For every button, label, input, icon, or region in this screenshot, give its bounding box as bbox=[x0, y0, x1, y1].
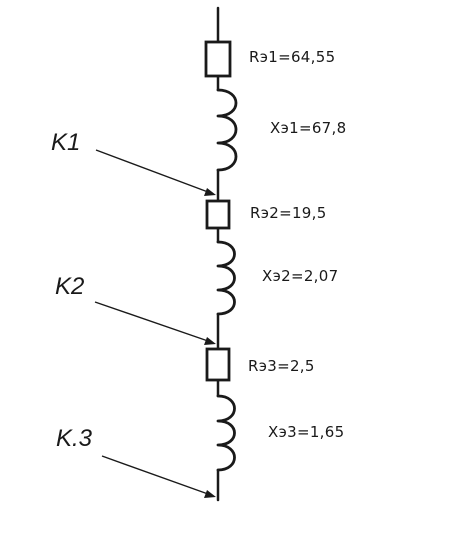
fault-arrow-k1-head bbox=[204, 188, 216, 196]
label-x1: Xэ1=67,8 bbox=[270, 119, 346, 137]
label-r2: Rэ2=19,5 bbox=[250, 204, 327, 222]
label-r3: Rэ3=2,5 bbox=[248, 357, 315, 375]
label-x3: Xэ3=1,65 bbox=[268, 423, 344, 441]
fault-arrow-k2-line bbox=[94, 301, 209, 342]
label-r1: Rэ1=64,55 bbox=[249, 48, 335, 66]
fault-label-k3: K.3 bbox=[56, 425, 93, 452]
label-x2: Xэ2=2,07 bbox=[262, 267, 338, 285]
fault-arrow-k1-line bbox=[95, 149, 209, 193]
fault-arrow-k3-line bbox=[101, 455, 209, 495]
fault-label-k2: K2 bbox=[55, 273, 84, 300]
fault-arrow-k2-head bbox=[204, 337, 216, 345]
inductor-x2 bbox=[216, 240, 236, 316]
inductor-x3 bbox=[216, 394, 236, 472]
resistor-r2 bbox=[205, 199, 231, 230]
resistor-r3 bbox=[205, 347, 231, 382]
fault-label-k1: K1 bbox=[51, 129, 80, 156]
fault-arrow-k3-head bbox=[204, 490, 216, 498]
inductor-x1 bbox=[216, 88, 238, 172]
resistor-r1 bbox=[204, 40, 232, 78]
